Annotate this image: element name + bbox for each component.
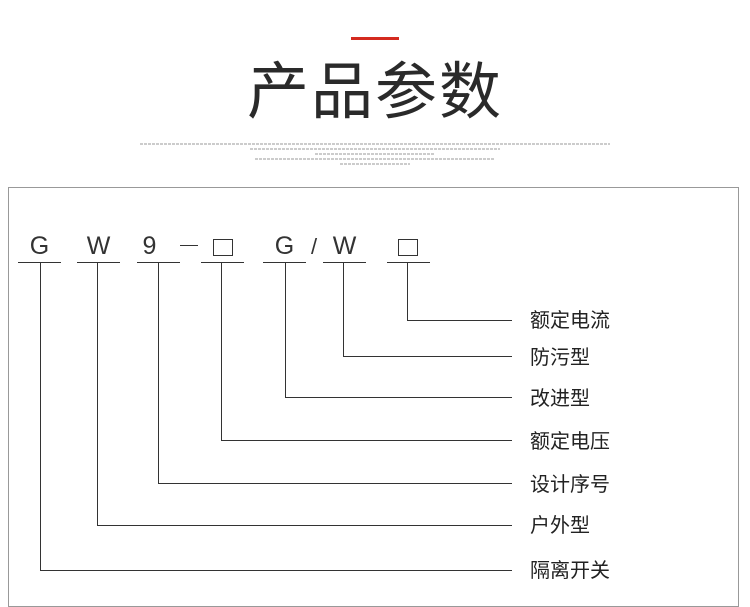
page-title: 产品参数 [246,55,503,128]
accent-bar [351,37,399,40]
leader-line [407,262,408,320]
code-char-w2: W [332,232,357,260]
leader-line [343,356,512,357]
code-char-w: W [86,232,111,260]
label-design-number: 设计序号 [530,472,610,496]
leader-line [40,262,41,570]
label-anti-pollution: 防污型 [530,345,590,369]
leader-line [158,483,512,484]
underline [387,262,430,263]
underline [323,262,366,263]
leader-line [343,262,344,356]
leader-line [97,525,512,526]
leader-line [158,262,159,483]
leader-line [40,570,512,571]
underline [201,262,244,263]
leader-line [407,320,512,321]
code-char-9: 9 [142,232,157,260]
leader-line [221,440,512,441]
code-placeholder-current [398,239,418,256]
label-disconnect-switch: 隔离开关 [530,558,610,582]
label-improved: 改进型 [530,386,590,410]
code-char-g: G [29,232,50,260]
code-dash [180,245,198,246]
label-outdoor: 户外型 [530,513,590,537]
label-rated-current: 额定电流 [530,308,610,332]
leader-line [221,262,222,440]
leader-line [285,262,286,397]
fine-print-decoration [0,143,750,168]
underline [263,262,306,263]
underline [77,262,120,263]
label-rated-voltage: 额定电压 [530,429,610,453]
code-slash: / [311,234,318,259]
leader-line [285,397,512,398]
leader-line [97,262,98,525]
code-char-g2: G [274,232,295,260]
code-placeholder-voltage [213,239,233,256]
underline [18,262,61,263]
